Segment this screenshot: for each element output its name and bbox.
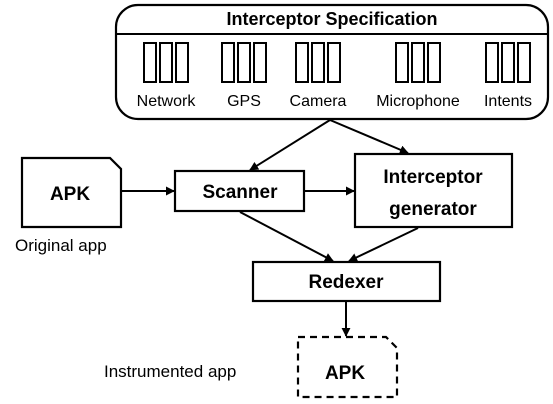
spec-category-label: Camera — [290, 93, 347, 110]
spec-cell — [175, 42, 189, 83]
spec-cell — [295, 42, 309, 83]
spec-categories: Network GPS Camera Microphone Intents — [137, 42, 532, 110]
spec-cell — [237, 42, 251, 83]
spec-category-label: Microphone — [376, 93, 460, 110]
arrow-spec-to-generator — [329, 119, 409, 154]
redexer-node: Redexer — [251, 260, 442, 303]
spec-category-label: Network — [137, 93, 197, 110]
spec-cell — [485, 42, 499, 83]
arrow-spec-to-scanner — [249, 119, 331, 171]
arrow-generator-to-redexer — [348, 227, 419, 262]
interceptor-spec-box: Interceptor Specification Network GPS Came… — [114, 3, 550, 121]
interceptor-generator-node: Interceptor generator — [353, 152, 514, 229]
spec-cell — [395, 42, 409, 83]
spec-category-microphone: Microphone — [376, 42, 460, 110]
interceptor-spec-title: Interceptor Specification — [226, 9, 437, 29]
redexer-label: Redexer — [309, 272, 385, 293]
spec-cell — [221, 42, 235, 83]
spec-category-network: Network — [137, 42, 197, 110]
spec-cell — [411, 42, 425, 83]
spec-category-camera: Camera — [290, 42, 347, 110]
apk-output-node: APK — [296, 335, 399, 399]
spec-cell — [501, 42, 515, 83]
spec-cell — [311, 42, 325, 83]
instrumented-app-caption: Instrumented app — [104, 362, 236, 381]
spec-category-gps: GPS — [221, 42, 267, 110]
original-app-caption: Original app — [15, 236, 107, 255]
scanner-node: Scanner — [173, 169, 306, 213]
generator-label-line1: Interceptor — [383, 167, 483, 188]
spec-cell — [159, 42, 173, 83]
arrow-scanner-to-redexer — [239, 211, 334, 262]
spec-cell — [427, 42, 441, 83]
spec-category-intents: Intents — [484, 42, 532, 110]
spec-cell — [143, 42, 157, 83]
spec-cell — [327, 42, 341, 83]
apk-input-label: APK — [50, 184, 90, 205]
spec-category-label: Intents — [484, 93, 532, 110]
apk-output-label: APK — [325, 363, 365, 384]
connectors — [122, 119, 419, 337]
scanner-label: Scanner — [203, 182, 279, 203]
apk-input-node: APK — [20, 156, 123, 229]
spec-cell — [517, 42, 531, 83]
spec-category-label: GPS — [227, 93, 261, 110]
generator-label-line2: generator — [389, 199, 477, 220]
spec-cell — [253, 42, 267, 83]
